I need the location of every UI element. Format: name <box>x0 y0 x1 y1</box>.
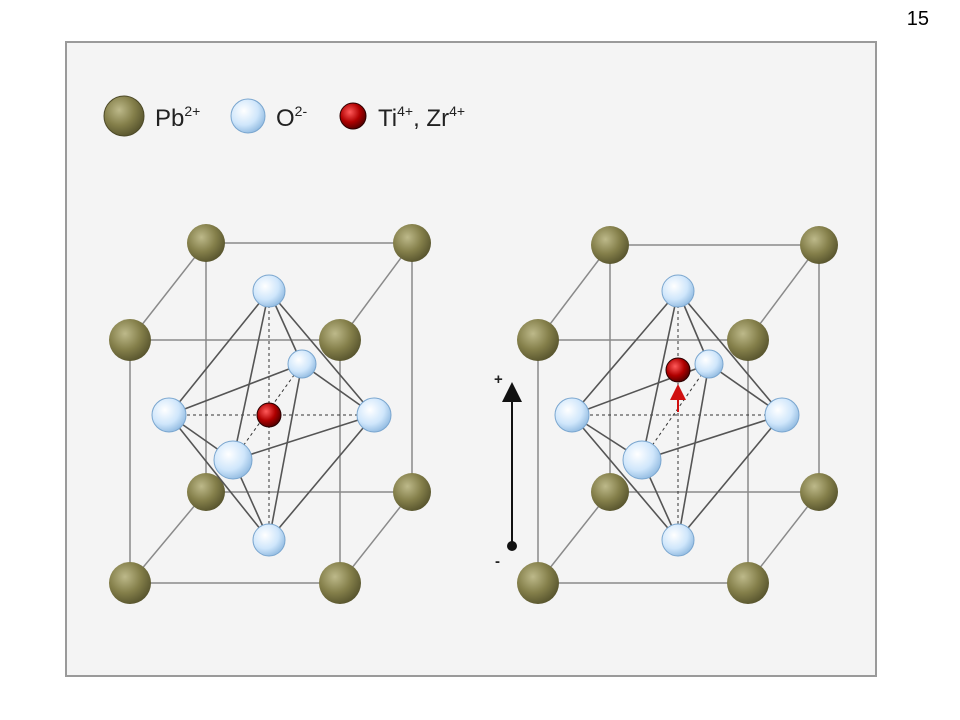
o-atom <box>252 274 286 308</box>
legend-o-atom <box>230 98 266 134</box>
pb-atom <box>393 473 431 511</box>
pb-atom <box>109 319 151 361</box>
pb-atom <box>517 562 559 604</box>
o-atom <box>252 523 286 557</box>
pb-atom <box>187 473 225 511</box>
o-atom <box>764 397 800 433</box>
o-atom <box>151 397 187 433</box>
cubic-cell-edges <box>129 242 413 584</box>
o-atom <box>213 440 253 480</box>
pb-atom <box>319 319 361 361</box>
field-plus-sign: + <box>494 371 503 388</box>
o-atom <box>622 440 662 480</box>
legend-pb-atom <box>103 95 145 137</box>
pb-atom <box>727 562 769 604</box>
pb-atom <box>109 562 151 604</box>
pb-atom <box>187 224 225 262</box>
pb-atom <box>800 473 838 511</box>
pb-atom <box>517 319 559 361</box>
legend: Pb2+ O2- Ti4+, Zr4+ <box>103 95 465 137</box>
o-atom <box>554 397 590 433</box>
o-atom <box>287 349 317 379</box>
o-atom <box>356 397 392 433</box>
page-number: 15 <box>906 8 929 30</box>
pb-atom <box>591 473 629 511</box>
legend-pb-label: Pb2+ <box>155 103 200 132</box>
o-atom <box>694 349 724 379</box>
unit-cell-tetragonal <box>517 226 838 604</box>
cubic-octahedron-bonds <box>168 290 375 541</box>
legend-ti-zr-label: Ti4+, Zr4+ <box>378 103 465 132</box>
o-atom <box>661 274 695 308</box>
tetragonal-dashed-axes <box>572 293 782 540</box>
field-minus-sign: - <box>495 553 500 570</box>
ti-zr-atom <box>256 402 282 428</box>
unit-cell-cubic <box>109 224 431 604</box>
field-arrow-tail-dot <box>507 541 517 551</box>
electric-field-arrow: + - <box>494 371 522 570</box>
legend-ti-zr-atom <box>339 102 367 130</box>
o-atom <box>661 523 695 557</box>
pb-atom <box>319 562 361 604</box>
pb-atom <box>800 226 838 264</box>
pb-atom <box>591 226 629 264</box>
pb-atom <box>727 319 769 361</box>
tetragonal-cell-edges <box>537 244 820 584</box>
pb-atom <box>393 224 431 262</box>
ti-zr-atom-displaced <box>665 357 691 383</box>
legend-o-label: O2- <box>276 103 307 132</box>
